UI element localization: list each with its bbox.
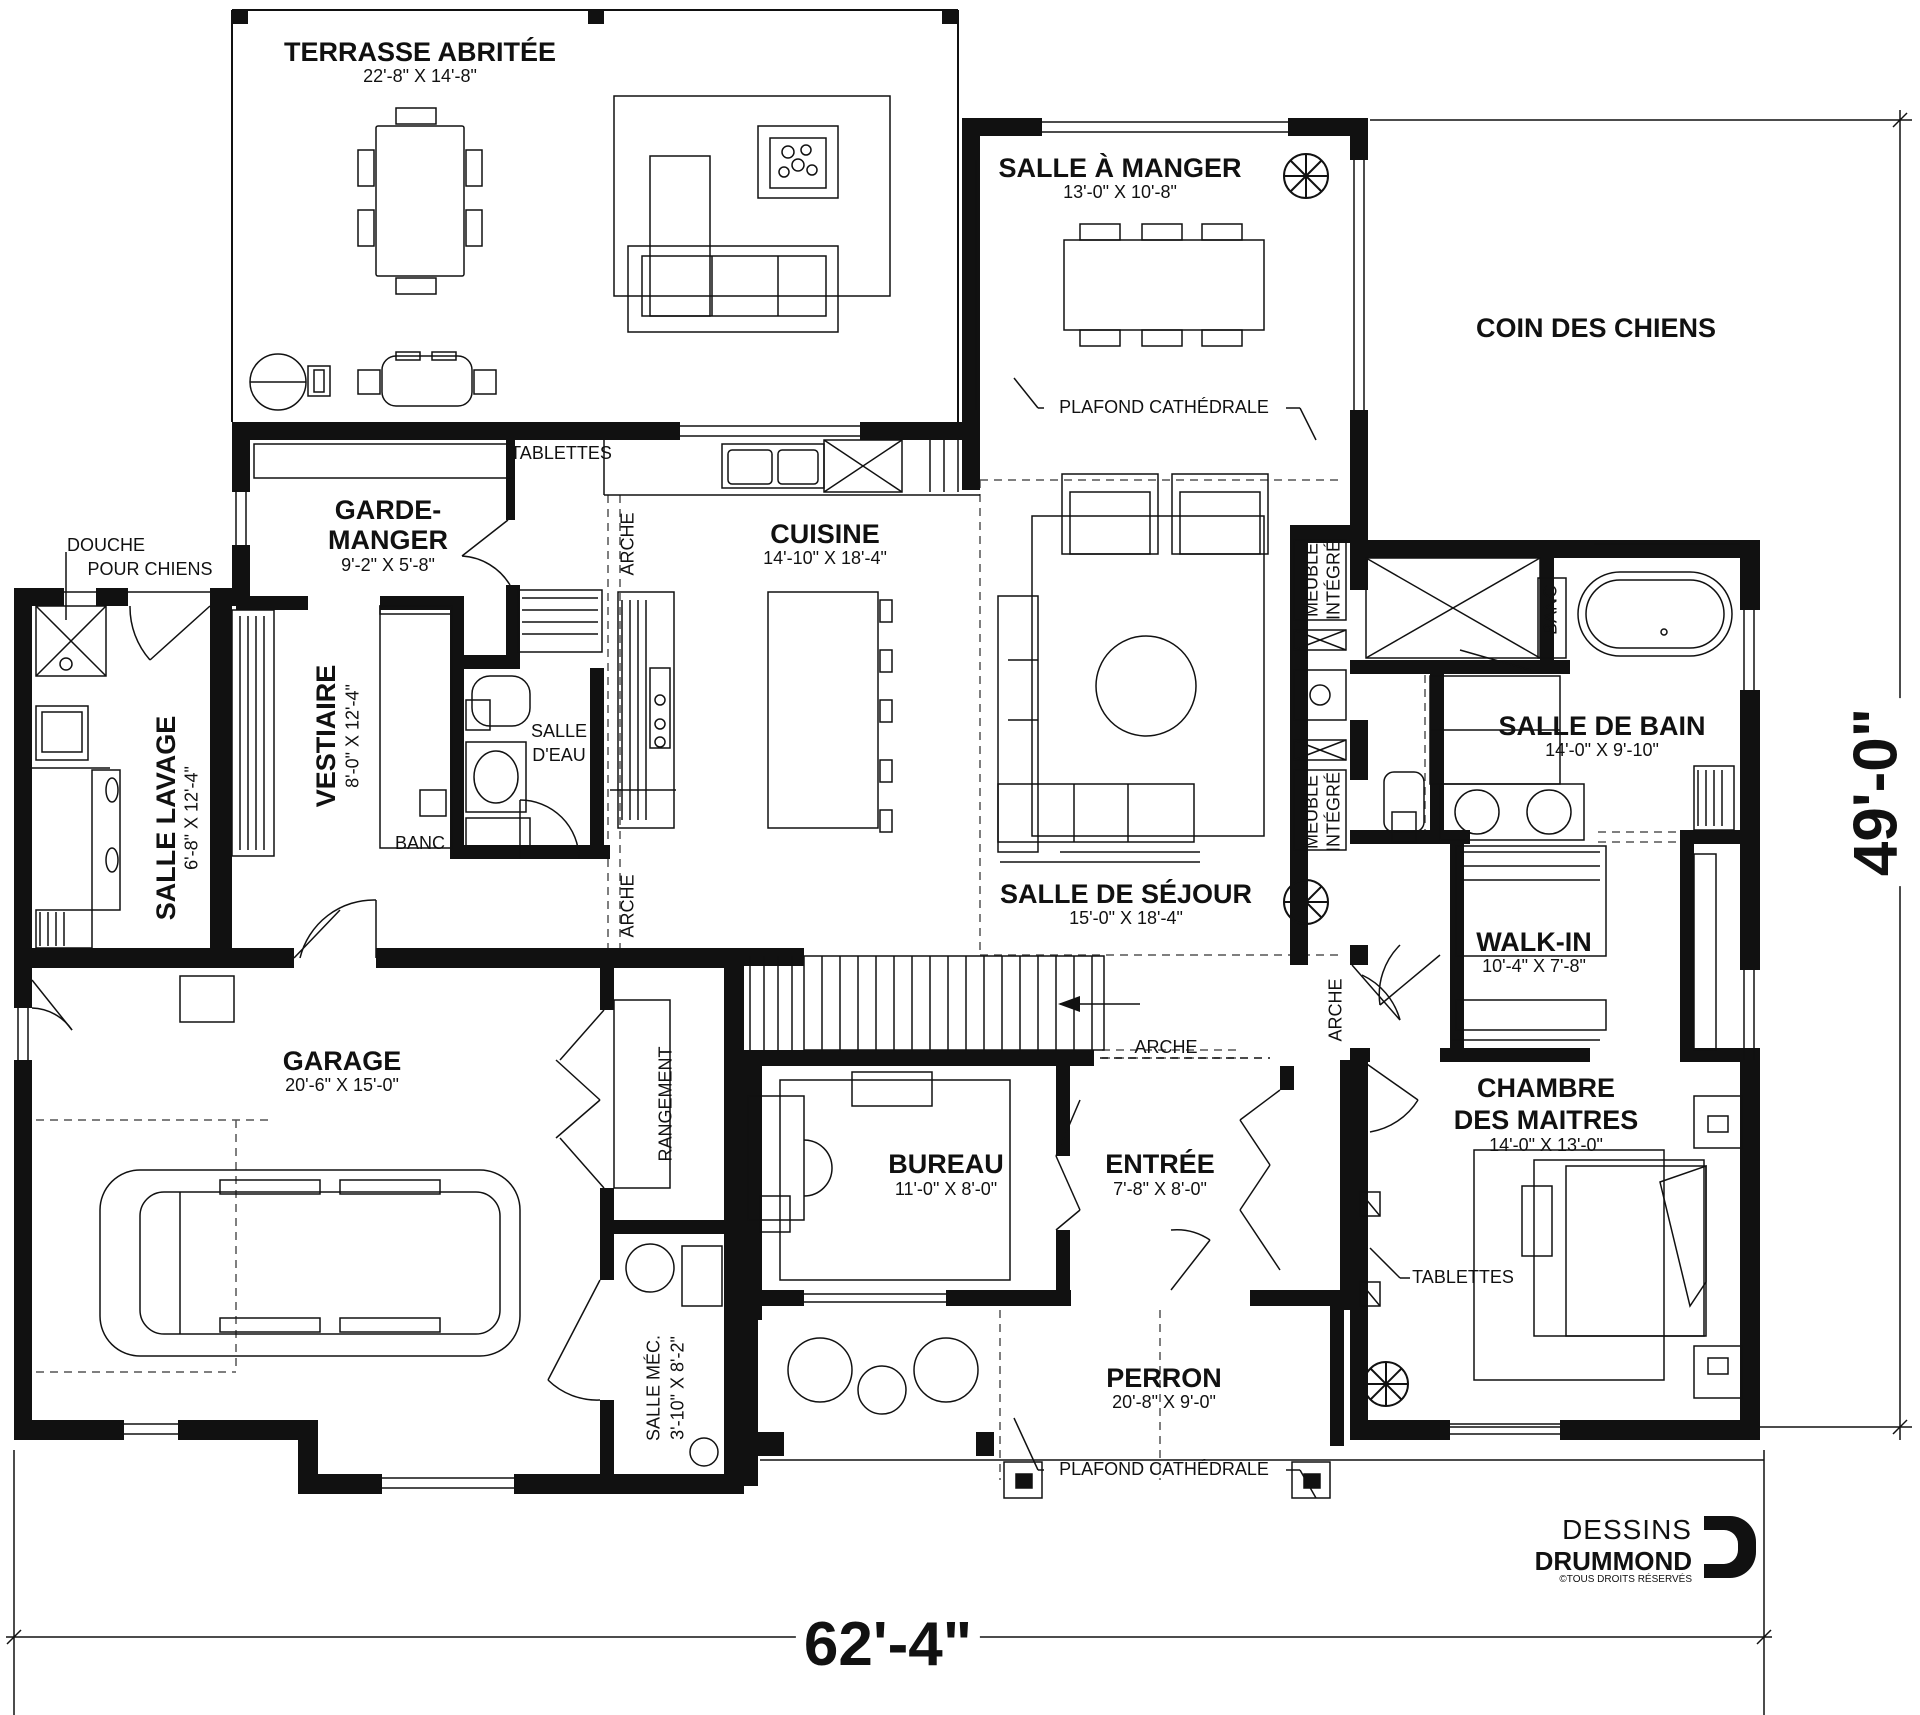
note-tablettes-pantry: TABLETTES [510, 443, 612, 463]
stair-direction-arrow [1058, 996, 1080, 1012]
room-dim-salle-manger: 13'-0" X 10'-8" [1063, 182, 1177, 202]
room-dim-salle-bain: 14'-0" X 9'-10" [1545, 740, 1659, 760]
note-meuble-integre-2b: INTÉGRÉ [1323, 771, 1344, 853]
room-dim-perron: 20'-8" X 9'-0" [1112, 1392, 1216, 1412]
room-name-salle-sejour: SALLE DE SÉJOUR [999, 879, 1253, 909]
room-dim-salle-mec: 3'-10" X 8'-2" [667, 1336, 688, 1440]
dimension-depth: 49'-0" [1841, 697, 1910, 887]
doors [31, 519, 1531, 1401]
room-name-salle-eau-2: D'EAU [532, 745, 586, 765]
note-arche-stairs: ARCHE [1134, 1037, 1198, 1057]
brand-logo: D [1704, 1516, 1756, 1578]
room-dim-walk-in: 10'-4" X 7'-8" [1482, 956, 1586, 976]
dimension-width: 62'-4" [795, 1612, 981, 1677]
room-name-salle-lavage: SALLE LAVAGE [150, 715, 181, 921]
brand-line-1: DESSINS [1562, 1514, 1692, 1545]
room-dim-cuisine: 14'-10" X 18'-4" [763, 548, 887, 568]
room-dim-garage: 20'-6" X 15'-0" [285, 1075, 399, 1095]
note-douche-2: POUR CHIENS [87, 559, 213, 579]
walls [14, 118, 1760, 1494]
furniture [32, 95, 1743, 1499]
room-dim-vestiaire: 8'-0" X 12'-4" [342, 684, 363, 788]
note-rangement: RANGEMENT [655, 1046, 676, 1162]
room-name-salle-bain: SALLE DE BAIN [1498, 711, 1706, 741]
room-dim-terrasse: 22'-8" X 14'-8" [363, 66, 477, 86]
note-arche-kitchen-top: ARCHE [617, 512, 638, 576]
room-name-chambre-1: CHAMBRE [1477, 1073, 1615, 1103]
room-name-garde-manger-2: MANGER [328, 525, 448, 555]
room-name-chambre-2: DES MAITRES [1453, 1105, 1639, 1135]
note-banc-vestiaire: BANC [394, 833, 446, 853]
room-name-garde-manger-1: GARDE- [334, 495, 442, 525]
room-dim-chambre: 14'-0" X 13'-0" [1489, 1135, 1603, 1155]
room-name-perron: PERRON [1106, 1363, 1222, 1393]
room-name-cuisine: CUISINE [770, 519, 880, 549]
note-arche-hall: ARCHE [1325, 978, 1346, 1042]
windows [17, 121, 1755, 1489]
room-dim-bureau: 11'-0" X 8'-0" [894, 1179, 998, 1199]
room-name-walk-in: WALK-IN [1476, 927, 1592, 957]
room-dim-salle-sejour: 15'-0" X 18'-4" [1069, 908, 1183, 928]
note-meuble-integre-1b: INTÉGRÉ [1323, 539, 1344, 621]
room-name-salle-manger: SALLE À MANGER [998, 153, 1242, 183]
note-leaders [1013, 377, 1410, 1499]
terrace-posts [232, 10, 958, 24]
note-plafond-cathedrale-top: PLAFOND CATHÉDRALE [1059, 397, 1269, 417]
note-banc-bath: BANC [1540, 584, 1561, 636]
room-name-salle-mec: SALLE MÉC. [643, 1334, 664, 1442]
note-tablettes-bedroom: TABLETTES [1412, 1267, 1514, 1287]
brand-line-3: ©TOUS DROITS RÉSERVÉS [1559, 1574, 1692, 1585]
note-plafond-cathedrale-bottom: PLAFOND CATHÉDRALE [1059, 1459, 1269, 1479]
room-name-terrasse: TERRASSE ABRITÉE [283, 37, 557, 67]
room-name-entree: ENTRÉE [1105, 1149, 1215, 1179]
room-dim-entree: 7'-8" X 8'-0" [1113, 1179, 1207, 1199]
room-dim-garde-manger: 9'-2" X 5'-8" [341, 555, 435, 575]
room-name-garage: GARAGE [282, 1046, 402, 1076]
note-douche-1: DOUCHE [66, 535, 146, 555]
room-name-salle-eau-1: SALLE [530, 721, 588, 741]
note-meuble-integre-1a: MEUBLE [1301, 542, 1322, 618]
note-arche-kitchen-bottom: ARCHE [617, 874, 638, 938]
room-name-vestiaire: VESTIAIRE [310, 664, 341, 808]
note-meuble-integre-2a: MEUBLE [1301, 774, 1322, 850]
room-name-coin-chiens: COIN DES CHIENS [1475, 313, 1717, 343]
room-dim-salle-lavage: 6'-8" X 12'-4" [181, 766, 202, 870]
plant-icon [1283, 153, 1409, 1407]
room-name-bureau: BUREAU [888, 1149, 1004, 1179]
brand-block: DESSINS DRUMMOND ©TOUS DROITS RÉSERVÉS D [1534, 1512, 1756, 1588]
brand-line-2: DRUMMOND [1534, 1546, 1692, 1576]
